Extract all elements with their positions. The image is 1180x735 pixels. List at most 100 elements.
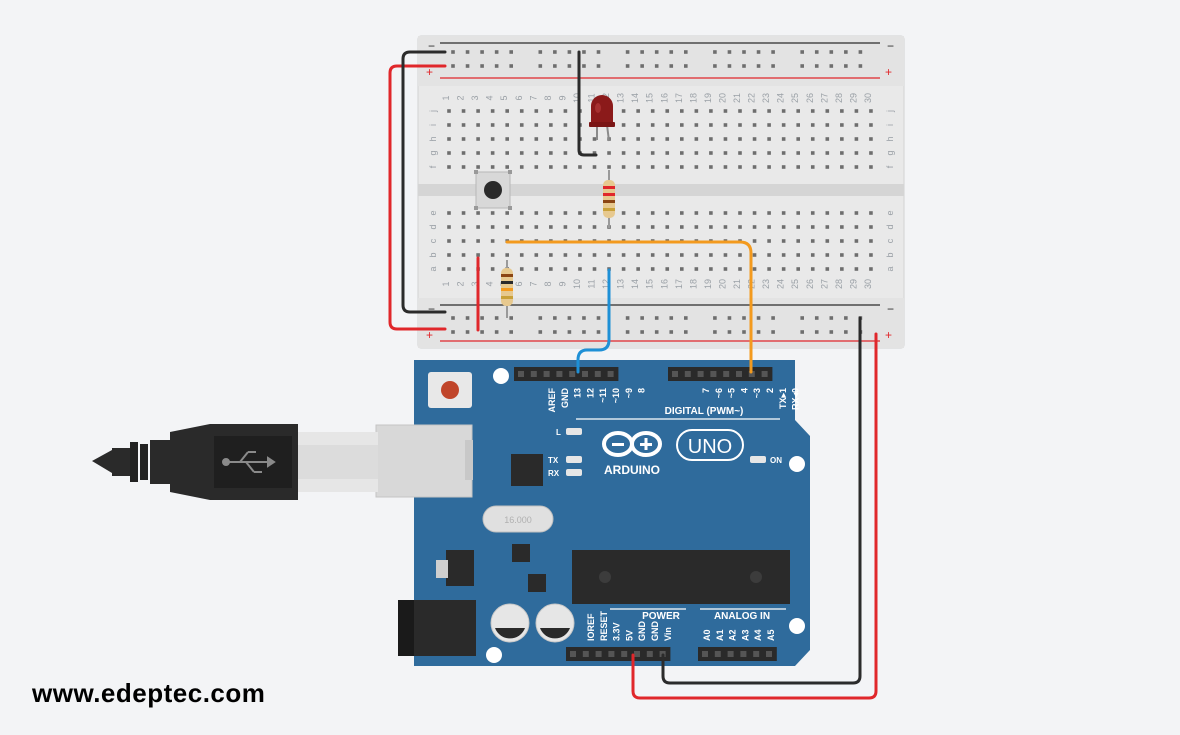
row-letter: g	[428, 150, 438, 155]
usb-cable[interactable]	[92, 424, 378, 500]
hole	[650, 151, 655, 155]
hole	[829, 64, 834, 68]
column-number: 20	[717, 93, 727, 103]
column-number: 19	[703, 279, 713, 289]
hole	[636, 267, 640, 271]
header-socket[interactable]	[621, 651, 628, 657]
hole	[494, 330, 499, 334]
column-number: 16	[659, 93, 669, 103]
pushbutton[interactable]	[474, 170, 512, 210]
header-socket[interactable]	[740, 651, 747, 657]
header-socket[interactable]	[582, 651, 589, 657]
top-left-plus: +	[426, 65, 433, 79]
wire-red-rail-bridge[interactable]	[388, 64, 447, 331]
hole	[858, 64, 863, 68]
wire-black-gnd[interactable]	[661, 316, 862, 685]
header-socket[interactable]	[748, 371, 755, 377]
hole	[854, 165, 859, 169]
hole	[494, 316, 499, 320]
header-socket[interactable]	[736, 371, 742, 377]
column-number: 20	[717, 279, 727, 289]
header-socket[interactable]	[569, 371, 576, 377]
led-tx-label: TX	[548, 456, 559, 465]
hole	[476, 151, 480, 155]
hole	[825, 165, 830, 169]
hole	[829, 50, 834, 54]
red-led[interactable]	[589, 95, 615, 142]
hole	[669, 316, 674, 320]
led-tx-indicator	[566, 456, 582, 463]
header-socket[interactable]	[714, 651, 721, 657]
hole	[840, 225, 844, 229]
hole	[844, 330, 848, 334]
column-number: 27	[819, 93, 829, 103]
column-number: 15	[645, 93, 655, 103]
header-socket[interactable]	[723, 371, 730, 377]
hole	[810, 225, 815, 229]
header-socket[interactable]	[608, 651, 615, 657]
hole	[840, 239, 844, 243]
analog-pin-label: A0	[702, 629, 712, 641]
bottom-left-minus: −	[428, 302, 435, 316]
hole	[844, 316, 848, 320]
hole	[563, 253, 568, 257]
wire-orange-pin2[interactable]	[505, 240, 753, 374]
hole	[840, 267, 844, 271]
resistor-button[interactable]	[501, 260, 513, 318]
header-socket[interactable]	[646, 651, 653, 657]
hole	[549, 137, 553, 141]
header-socket[interactable]	[753, 651, 760, 657]
hole	[694, 165, 699, 169]
hole	[752, 151, 757, 155]
header-socket[interactable]	[594, 371, 601, 377]
column-number: 23	[761, 279, 771, 289]
reset-button[interactable]	[428, 372, 472, 408]
header-socket[interactable]	[702, 651, 708, 657]
header-socket[interactable]	[570, 651, 576, 657]
header-socket[interactable]	[697, 371, 704, 377]
hole	[680, 123, 684, 127]
hole	[810, 239, 815, 243]
header-socket[interactable]	[766, 651, 772, 657]
header-socket[interactable]	[672, 371, 678, 377]
hole	[752, 267, 757, 271]
header-socket[interactable]	[684, 371, 691, 377]
hole	[825, 267, 830, 271]
wire-black-led-gnd[interactable]	[577, 50, 598, 157]
header-socket[interactable]	[727, 651, 734, 657]
digital-pin-label: ~5	[727, 388, 737, 398]
header-socket[interactable]	[582, 371, 588, 377]
wire-red-5v[interactable]	[631, 332, 878, 700]
header-socket[interactable]	[530, 371, 537, 377]
hole	[447, 123, 451, 127]
header-socket[interactable]	[518, 371, 524, 377]
header-socket[interactable]	[761, 371, 768, 377]
mount-hole	[789, 456, 805, 472]
hole	[567, 64, 572, 68]
hole	[781, 123, 786, 127]
header-socket[interactable]	[556, 371, 563, 377]
wire-black-rail-bridge[interactable]	[401, 50, 447, 314]
digital-pin-label: 4	[739, 388, 749, 393]
usb-chip	[511, 454, 543, 486]
column-number: 19	[703, 93, 713, 103]
hole	[869, 239, 873, 243]
header-socket[interactable]	[710, 371, 717, 377]
hole	[669, 50, 674, 54]
mount-hole	[789, 618, 805, 634]
column-number: 28	[834, 279, 844, 289]
column-number: 28	[834, 93, 844, 103]
column-number: 15	[645, 279, 655, 289]
header-socket[interactable]	[595, 651, 602, 657]
wire-blue-pin13[interactable]	[576, 268, 611, 374]
resistor-led[interactable]	[603, 170, 615, 228]
hole	[621, 267, 626, 271]
hole	[723, 225, 728, 229]
header-socket[interactable]	[607, 371, 614, 377]
column-number: 18	[688, 93, 698, 103]
header-socket[interactable]	[543, 371, 550, 377]
hole	[810, 123, 815, 127]
hole	[796, 165, 800, 169]
header-socket[interactable]	[634, 651, 640, 657]
led-rx-indicator	[566, 469, 582, 476]
